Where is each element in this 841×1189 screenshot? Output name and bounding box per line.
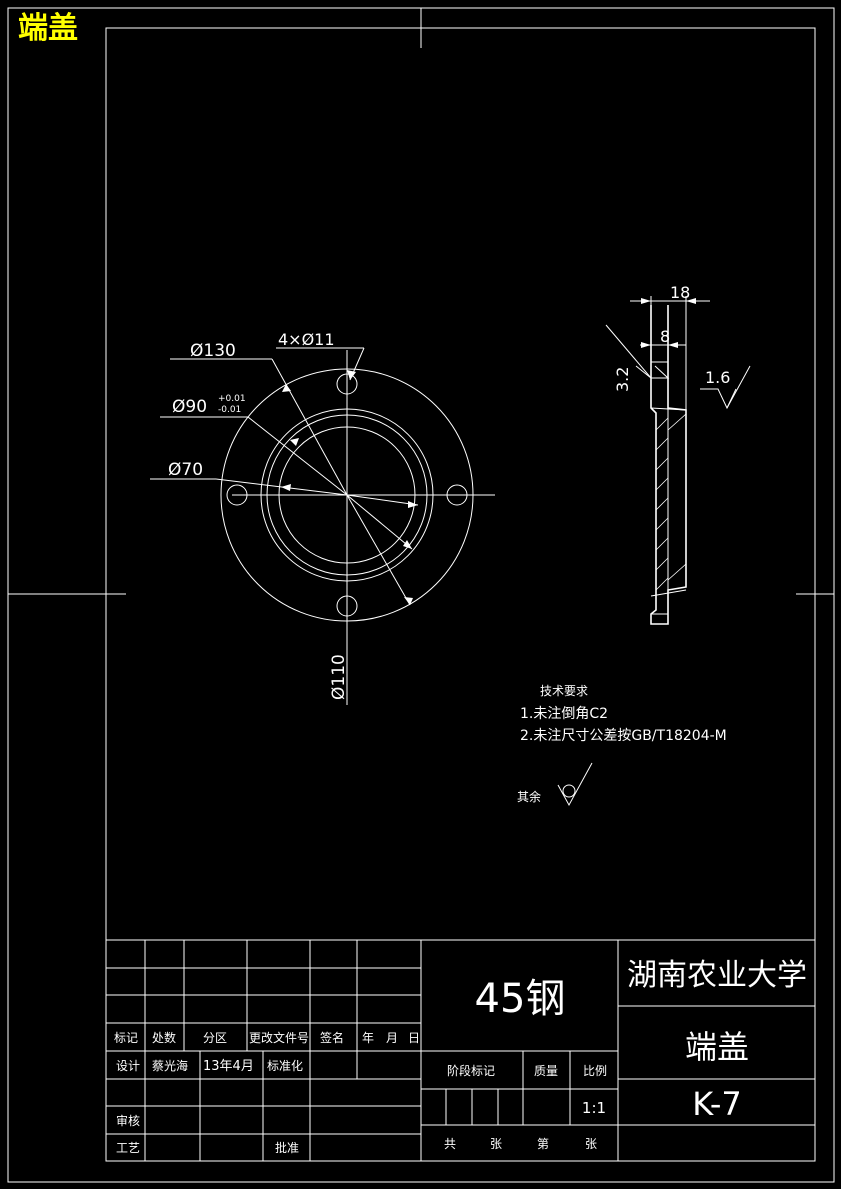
roughness-3-2: 3.2: [605, 324, 670, 392]
side-view-hatching: [655, 413, 687, 591]
dim-d90-text: Ø90: [172, 397, 207, 417]
dim-holes: 4×Ø11: [276, 330, 365, 381]
dim-18-text: 18: [670, 283, 690, 302]
approve-label: 批准: [275, 1140, 299, 1155]
school-name: 湖南农业大学: [627, 958, 807, 993]
sheet-unit: 张: [490, 1137, 502, 1151]
design-label: 设计: [116, 1059, 140, 1073]
side-view: 18 8 3.2 1.6: [605, 283, 751, 625]
dim-d90: Ø90 +0.01 -0.01: [160, 394, 413, 550]
dim-d130: Ø130: [170, 341, 413, 606]
dim-d70-text: Ø70: [168, 460, 203, 480]
stage-mark-label: 阶段标记: [447, 1063, 495, 1078]
rev-header-doc: 更改文件号: [249, 1030, 309, 1045]
dim-d90-tol-upper: +0.01: [218, 394, 246, 404]
page-label: 端盖: [18, 11, 78, 46]
roughness-1-6: 1.6: [700, 365, 751, 410]
rev-header-mark: 标记: [114, 1031, 138, 1045]
dim-d70: Ø70: [150, 460, 419, 508]
roughness-3-2-text: 3.2: [613, 367, 632, 392]
dim-d90-tol-lower: -0.01: [218, 405, 241, 415]
dim-d110: Ø110: [329, 616, 349, 705]
material: 45钢: [475, 976, 566, 1022]
rev-header-month: 月: [386, 1031, 398, 1045]
notes-item-2: 2.未注尺寸公差按GB/T18204-M: [520, 728, 727, 744]
notes-remaining: 其余: [517, 789, 541, 804]
sheet-unit-2: 张: [585, 1137, 597, 1151]
rev-header-day: 日: [408, 1031, 420, 1045]
rev-header-sign: 签名: [320, 1030, 344, 1045]
standardization-label: 标准化: [267, 1059, 303, 1073]
roughness-remaining-symbol: [557, 762, 593, 807]
rev-header-year: 年: [362, 1031, 374, 1045]
scale-label: 比例: [583, 1064, 607, 1078]
review-label: 审核: [116, 1113, 140, 1128]
technical-notes: 技术要求 1.未注倒角C2 2.未注尺寸公差按GB/T18204-M 其余: [517, 684, 727, 807]
sheet-num: 第: [537, 1137, 549, 1151]
designer-name: 蔡光海: [152, 1058, 188, 1073]
sheet-total: 共: [444, 1137, 456, 1151]
notes-item-1: 1.未注倒角C2: [520, 706, 608, 722]
dim-8-text: 8: [660, 327, 670, 346]
scale-value: 1:1: [582, 1099, 606, 1117]
rev-header-zone: 分区: [203, 1031, 227, 1045]
dim-holes-text: 4×Ø11: [278, 330, 335, 349]
drawing-number: K-7: [692, 1085, 742, 1123]
roughness-1-6-text: 1.6: [705, 368, 730, 387]
dim-18: 18: [630, 283, 710, 410]
process-label: 工艺: [116, 1141, 140, 1155]
title-block: 标记 处数 分区 更改文件号 签名 年 月 日 设计 蔡光海 13年4月 标准化…: [105, 939, 816, 1162]
rev-header-count: 处数: [152, 1030, 176, 1045]
dim-8: 8: [640, 327, 686, 362]
dim-d130-text: Ø130: [190, 341, 236, 361]
mass-label: 质量: [534, 1064, 558, 1078]
dim-d110-text: Ø110: [329, 654, 349, 700]
part-name: 端盖: [685, 1028, 749, 1066]
front-view: Ø130 4×Ø11 Ø90 +0.01 -0.01 Ø70: [150, 330, 495, 705]
notes-heading: 技术要求: [540, 684, 588, 698]
design-date: 13年4月: [203, 1059, 254, 1074]
